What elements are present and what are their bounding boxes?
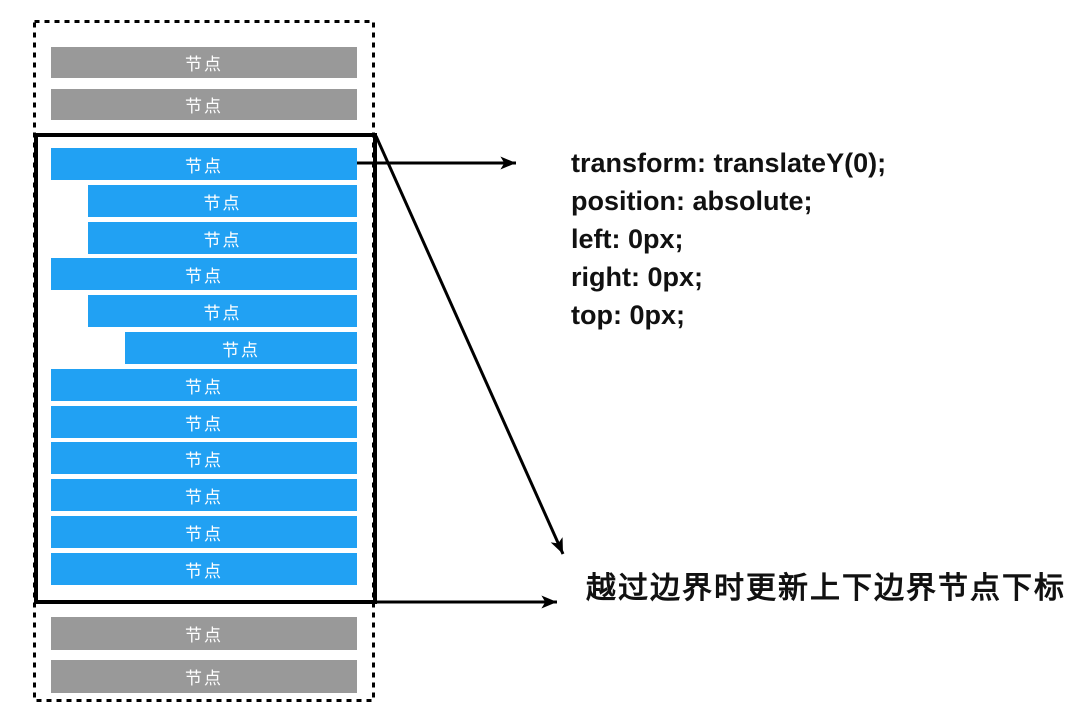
buffer-node-bar: 节点 (51, 617, 357, 650)
node-bar-label: 节点 (203, 303, 242, 323)
arrow-box-top-to-boundary-note (374, 135, 565, 555)
visible-node-bar: 节点 (51, 258, 357, 290)
node-bar-label: 节点 (203, 193, 242, 213)
visible-node-bar: 节点 (125, 332, 357, 364)
buffer-node-bar: 节点 (51, 660, 357, 693)
boundary-update-note: 越过边界时更新上下边界节点下标 (586, 572, 1066, 605)
node-bar-label: 节点 (185, 626, 223, 645)
css-style-note-line: top: 0px; (571, 300, 685, 330)
visible-node-bar: 节点 (51, 553, 357, 585)
node-bar-label: 节点 (185, 487, 223, 507)
css-style-note-line: right: 0px; (571, 262, 703, 292)
node-bar-label: 节点 (185, 561, 223, 581)
node-bar-label: 节点 (185, 524, 223, 544)
visible-node-bar: 节点 (51, 369, 357, 401)
node-bar-label: 节点 (185, 55, 223, 74)
node-bar-label: 节点 (185, 156, 223, 176)
node-bar-label: 节点 (203, 230, 242, 250)
node-bar-label: 节点 (185, 450, 223, 470)
visible-node-bar: 节点 (88, 295, 357, 327)
buffer-node-bar: 节点 (51, 47, 357, 78)
node-bar-label: 节点 (185, 97, 223, 116)
buffer-node-bar: 节点 (51, 89, 357, 120)
css-style-note-line: transform: translateY(0); (571, 148, 887, 178)
visible-node-bar: 节点 (51, 516, 357, 548)
visible-node-bar: 节点 (88, 185, 357, 217)
visible-node-bar: 节点 (51, 442, 357, 474)
css-style-note-line: left: 0px; (571, 224, 684, 254)
visible-node-bar: 节点 (51, 406, 357, 438)
node-bar-label: 节点 (185, 266, 223, 286)
node-bar-label: 节点 (185, 377, 223, 397)
node-bar-label: 节点 (222, 340, 260, 360)
visible-node-bar: 节点 (88, 222, 357, 254)
node-bar-label: 节点 (185, 669, 223, 688)
css-style-note: transform: translateY(0); position: abso… (571, 144, 886, 334)
visible-node-bar: 节点 (51, 479, 357, 511)
node-bar-label: 节点 (185, 414, 223, 434)
css-style-note-line: position: absolute; (571, 186, 813, 216)
visible-node-bar: 节点 (51, 148, 357, 180)
